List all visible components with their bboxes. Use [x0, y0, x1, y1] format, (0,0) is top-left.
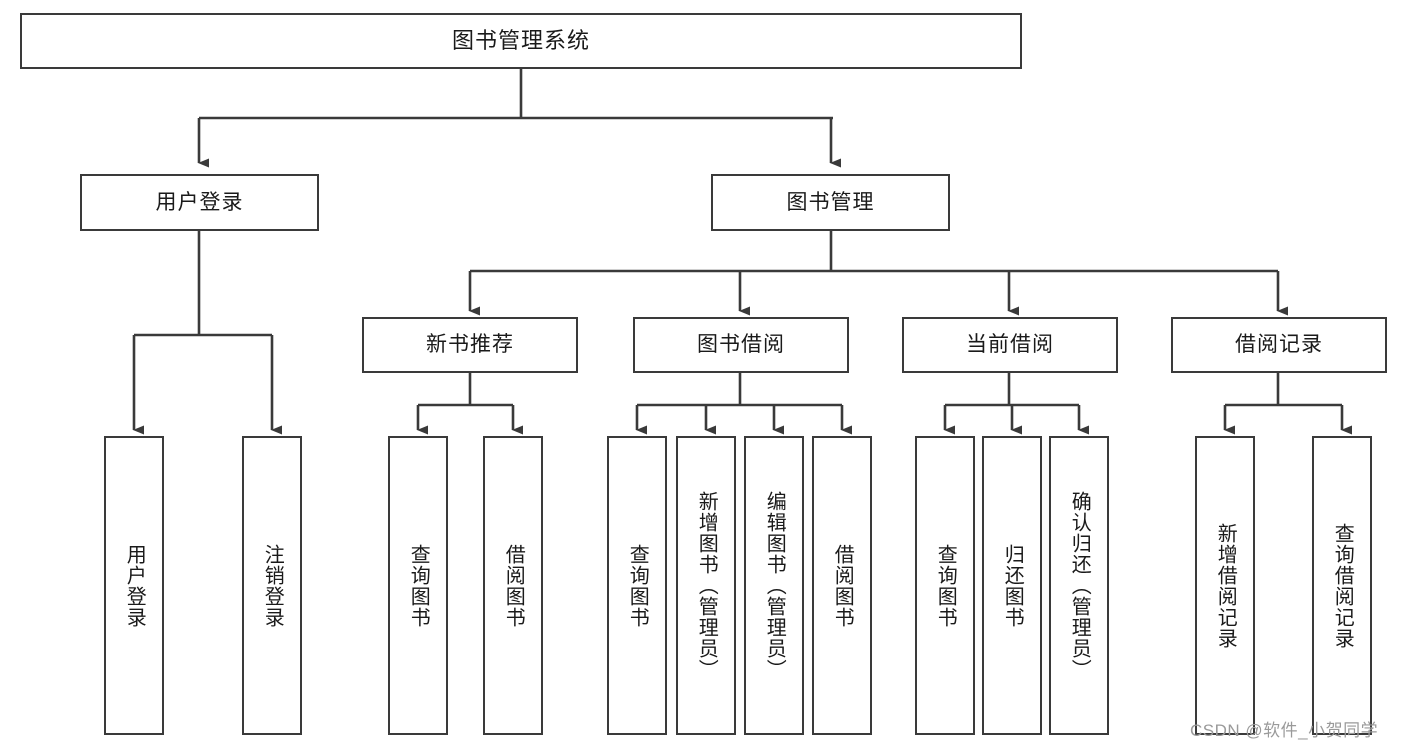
node-leaf-add-book[interactable]: 新增图书（管理员）	[676, 436, 736, 735]
node-leaf-query-book-3[interactable]: 查询图书	[915, 436, 975, 735]
node-leaf-edit-book-label: 编辑图书（管理员）	[763, 491, 786, 680]
node-leaf-edit-book[interactable]: 编辑图书（管理员）	[744, 436, 804, 735]
node-leaf-confirm-return[interactable]: 确认归还（管理员）	[1049, 436, 1109, 735]
node-leaf-add-book-label: 新增图书（管理员）	[695, 491, 718, 680]
node-leaf-query-book-1-label: 查询图书	[407, 543, 430, 628]
node-leaf-add-borrow-record[interactable]: 新增借阅记录	[1195, 436, 1255, 735]
node-leaf-query-borrow-record[interactable]: 查询借阅记录	[1312, 436, 1372, 735]
node-new-book-recommend[interactable]: 新书推荐	[362, 317, 578, 373]
node-leaf-user-login-label: 用户登录	[123, 543, 146, 628]
node-leaf-borrow-book-2[interactable]: 借阅图书	[812, 436, 872, 735]
node-leaf-query-book-2[interactable]: 查询图书	[607, 436, 667, 735]
node-leaf-logout-login-label: 注销登录	[261, 543, 284, 628]
node-current-borrow[interactable]: 当前借阅	[902, 317, 1118, 373]
node-leaf-borrow-book-2-label: 借阅图书	[831, 543, 854, 628]
node-leaf-borrow-book-1[interactable]: 借阅图书	[483, 436, 543, 735]
node-leaf-add-borrow-record-label: 新增借阅记录	[1214, 522, 1237, 649]
node-leaf-query-book-2-label: 查询图书	[626, 543, 649, 628]
node-book-borrow[interactable]: 图书借阅	[633, 317, 849, 373]
node-borrow-record[interactable]: 借阅记录	[1171, 317, 1387, 373]
node-leaf-query-book-1[interactable]: 查询图书	[388, 436, 448, 735]
node-leaf-return-book-label: 归还图书	[1001, 543, 1024, 628]
node-leaf-confirm-return-label: 确认归还（管理员）	[1068, 491, 1091, 680]
node-book-management[interactable]: 图书管理	[711, 174, 950, 231]
node-user-login[interactable]: 用户登录	[80, 174, 319, 231]
node-leaf-query-book-3-label: 查询图书	[934, 543, 957, 628]
node-leaf-logout-login[interactable]: 注销登录	[242, 436, 302, 735]
node-leaf-return-book[interactable]: 归还图书	[982, 436, 1042, 735]
node-leaf-user-login[interactable]: 用户登录	[104, 436, 164, 735]
node-root-system[interactable]: 图书管理系统	[20, 13, 1022, 69]
node-leaf-query-borrow-record-label: 查询借阅记录	[1331, 522, 1354, 649]
node-leaf-borrow-book-1-label: 借阅图书	[502, 543, 525, 628]
csdn-watermark: CSDN @软件_小贺同学	[1190, 721, 1379, 740]
